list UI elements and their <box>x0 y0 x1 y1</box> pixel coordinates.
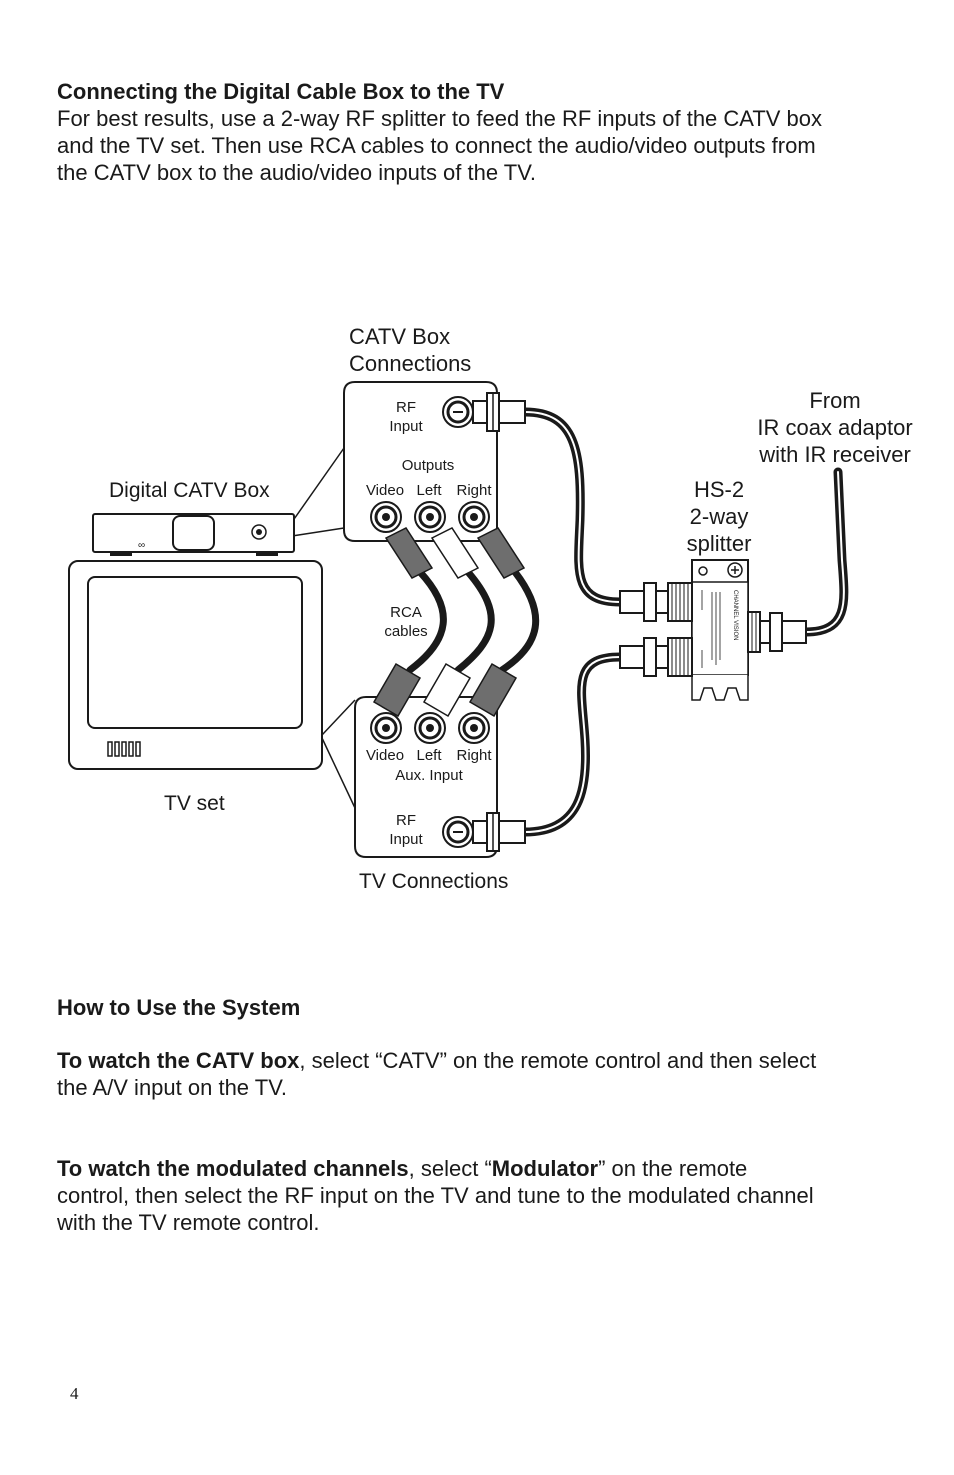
splitter-label-1: HS-2 <box>694 477 744 502</box>
watch-modulated-line-1: To watch the modulated channels, select … <box>57 1155 747 1182</box>
from-ir-label-3: with IR receiver <box>758 442 911 467</box>
tv-left-label: Left <box>416 747 442 764</box>
outputs-label: Outputs <box>402 457 455 474</box>
watch-modulated-mid: , select “ <box>408 1156 492 1181</box>
catv-left-label: Left <box>416 482 442 499</box>
tv-connections-label: TV Connections <box>359 870 508 893</box>
watch-modulated-text: ” on the remote <box>598 1156 748 1181</box>
tv-video-label: Video <box>366 747 404 764</box>
from-ir-label-2: IR coax adaptor <box>757 415 912 440</box>
watch-catv-text: , select “CATV” on the remote control an… <box>299 1048 817 1073</box>
intro-line-3: the CATV box to the audio/video inputs o… <box>57 160 537 185</box>
rca-plug-video-bottom <box>372 662 422 718</box>
intro-line-2: and the TV set. Then use RCA cables to c… <box>57 133 816 158</box>
watch-catv-bold: To watch the CATV box <box>57 1048 300 1073</box>
catv-video-out-jack <box>369 500 403 534</box>
catv-right-out-jack <box>457 500 491 534</box>
rca-plug-left-bottom <box>422 662 472 718</box>
rca-cable-video <box>406 568 447 674</box>
watch-modulated-line-2: control, then select the RF input on the… <box>57 1183 814 1208</box>
tv-rf-input-jack <box>442 816 474 848</box>
catv-box-title-1: CATV Box <box>349 324 450 349</box>
tv-rf-label-1: RF <box>396 812 416 829</box>
rca-cables-label-2: cables <box>384 623 427 640</box>
intro-line-1: For best results, use a 2-way RF splitte… <box>57 106 823 131</box>
rca-plug-right-bottom <box>468 662 518 718</box>
page-number: 4 <box>70 1384 79 1403</box>
catv-left-out-jack <box>413 500 447 534</box>
tv-right-label: Right <box>456 747 492 764</box>
tv-left-in-jack <box>413 711 447 745</box>
watch-catv-line-2: the A/V input on the TV. <box>57 1075 287 1100</box>
rca-cable-left <box>454 568 495 674</box>
catv-rf-label-1: RF <box>396 399 416 416</box>
coax-cable-tv <box>520 652 625 837</box>
tv-right-in-jack <box>457 711 491 745</box>
svg-text:∞: ∞ <box>138 540 145 551</box>
splitter-out-connector-2 <box>619 637 693 677</box>
catv-rf-label-2: Input <box>389 418 423 435</box>
rca-cables-label-1: RCA <box>390 604 422 621</box>
rca-cable-right <box>498 568 540 674</box>
catv-right-label: Right <box>456 482 492 499</box>
rca-plug-video-top <box>384 527 434 579</box>
tv-video-in-jack <box>369 711 403 745</box>
tv-set-icon <box>68 560 323 770</box>
aux-input-label: Aux. Input <box>395 767 463 784</box>
section-heading-connecting: Connecting the Digital Cable Box to the … <box>57 79 505 104</box>
digital-catv-box-label: Digital CATV Box <box>109 479 270 502</box>
section-heading-how-to-use: How to Use the System <box>57 995 301 1020</box>
splitter-label-3: splitter <box>687 531 752 556</box>
catv-rf-input-jack <box>442 396 474 428</box>
watch-modulated-bold: To watch the modulated channels <box>57 1156 409 1181</box>
splitter-out-connector-1 <box>619 582 693 622</box>
splitter-brand-label: CHANNEL VISION <box>732 590 738 640</box>
rca-plug-left-top <box>430 527 480 579</box>
tv-rf-label-2: Input <box>389 831 423 848</box>
modulator-bold: Modulator <box>491 1156 599 1181</box>
watch-catv-line-1: To watch the CATV box, select “CATV” on … <box>57 1047 816 1074</box>
catv-video-label: Video <box>366 482 404 499</box>
splitter-label-2: 2-way <box>690 504 749 529</box>
rca-plug-right-top <box>476 527 526 579</box>
splitter-in-connector <box>747 611 807 653</box>
hs2-splitter-icon: CHANNEL VISION <box>691 559 749 701</box>
catv-box-title-2: Connections <box>349 351 471 376</box>
watch-modulated-line-3: with the TV remote control. <box>57 1210 320 1235</box>
tv-set-label: TV set <box>164 792 225 815</box>
from-ir-label-1: From <box>809 388 860 413</box>
digital-catv-box-icon: ∞ <box>92 513 295 556</box>
